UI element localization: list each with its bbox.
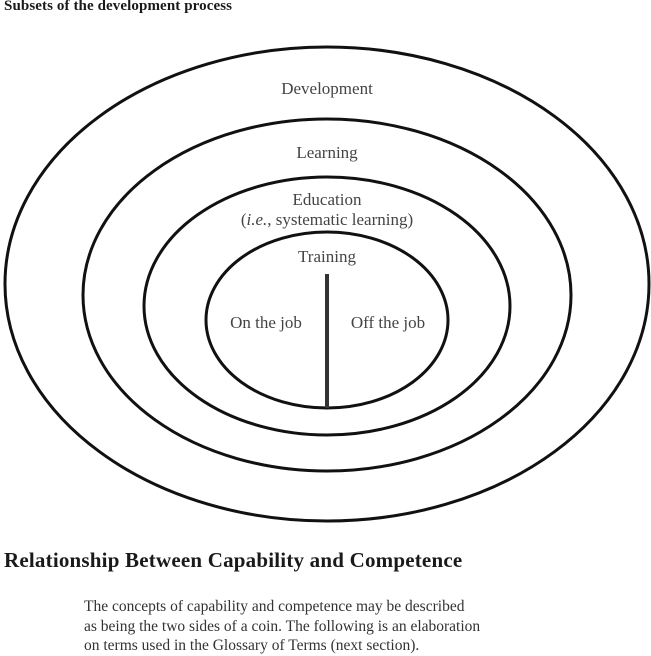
- figure-caption: Subsets of the development process: [4, 0, 233, 14]
- nested-subsets-diagram: Development Learning Education (i.e., sy…: [3, 45, 651, 523]
- development-label: Development: [281, 79, 373, 98]
- training-label: Training: [298, 247, 356, 266]
- learning-label: Learning: [296, 143, 358, 162]
- education-label: Education: [293, 190, 362, 209]
- paragraph-line: on terms used in the Glossary of Terms (…: [84, 637, 420, 654]
- section-heading: Relationship Between Capability and Comp…: [4, 548, 463, 572]
- education-note-rest: , systematic learning): [267, 210, 413, 229]
- paragraph-line: The concepts of capability and competenc…: [84, 598, 465, 615]
- education-note: (i.e., systematic learning): [241, 210, 413, 229]
- body-paragraph: The concepts of capability and competenc…: [84, 597, 651, 656]
- education-ring: [142, 175, 512, 437]
- off-the-job-label: Off the job: [351, 313, 425, 332]
- paragraph-line: as being the two sides of a coin. The fo…: [84, 617, 481, 635]
- education-note-abbrev: i.e.: [247, 210, 268, 229]
- development-ring: [3, 45, 651, 523]
- on-the-job-label: On the job: [230, 313, 302, 332]
- learning-ring: [81, 117, 573, 473]
